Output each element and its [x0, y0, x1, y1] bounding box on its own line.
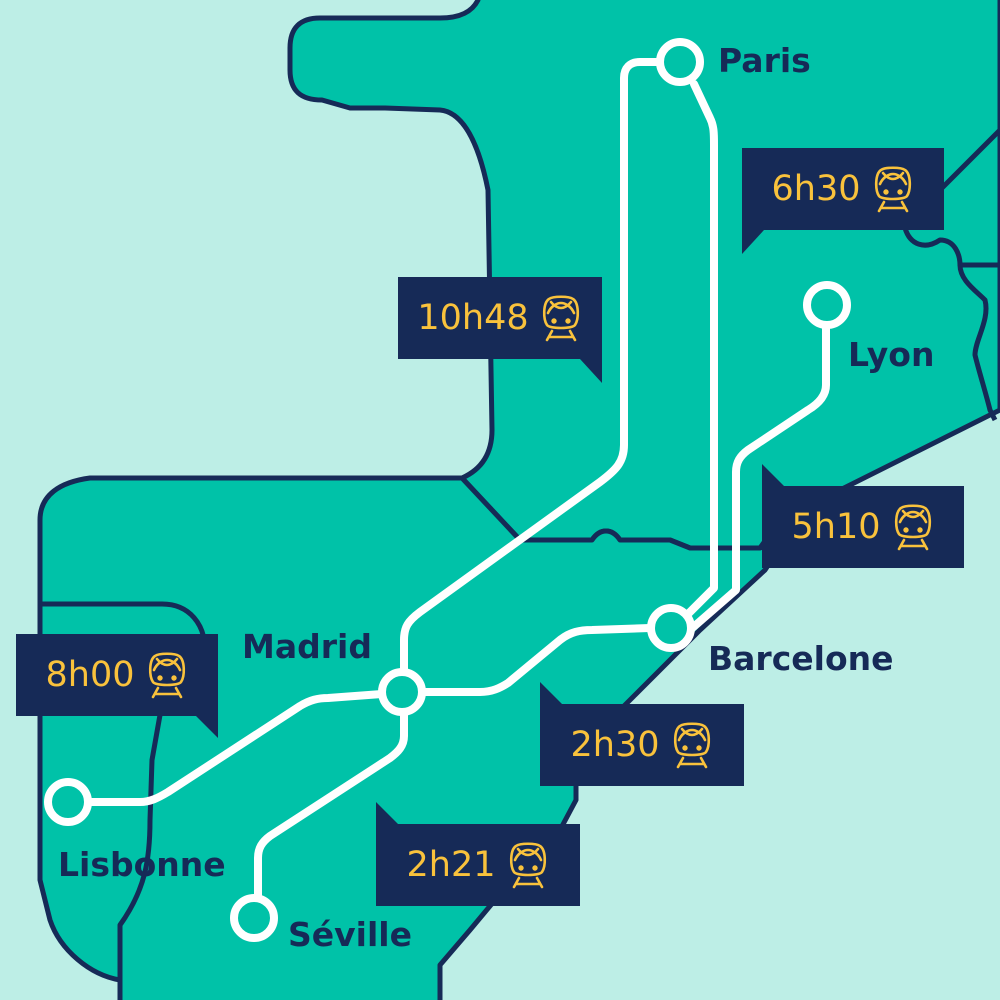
- city-label-seville: Séville: [288, 915, 412, 954]
- city-label-lisbonne: Lisbonne: [58, 845, 226, 884]
- train-icon: [542, 295, 579, 342]
- travel-time-badge-lyon-barcelone: 5h10: [762, 464, 964, 568]
- station-seville[interactable]: [230, 894, 278, 942]
- station-lyon[interactable]: [803, 281, 851, 329]
- alps-border: [957, 264, 998, 422]
- city-label-barcelone: Barcelone: [708, 639, 894, 678]
- city-label-lyon: Lyon: [848, 335, 935, 374]
- routes: [84, 58, 830, 902]
- route-madrid-seville: [254, 710, 408, 902]
- train-icon: [509, 842, 546, 889]
- iberia-landmass: [37, 475, 788, 1000]
- route-lyon-barcelone: [686, 321, 830, 634]
- travel-time-badge-madrid-barcelone: 2h30: [540, 682, 744, 786]
- stations: [44, 38, 851, 942]
- travel-time-madrid-barcelone: 2h30: [570, 724, 660, 765]
- train-icon: [874, 166, 911, 213]
- travel-time-badge-paris-barcelone: 6h30: [742, 148, 944, 254]
- travel-time-badge-paris-madrid: 10h48: [398, 277, 602, 383]
- travel-time-lisbonne-madrid: 8h00: [45, 654, 135, 695]
- travel-time-badge-madrid-seville: 2h21: [376, 802, 580, 906]
- city-label-paris: Paris: [718, 41, 811, 80]
- train-icon: [148, 652, 185, 699]
- train-icon: [673, 722, 710, 769]
- city-label-madrid: Madrid: [242, 627, 372, 666]
- station-madrid[interactable]: [378, 668, 426, 716]
- travel-time-badge-lisbonne-madrid: 8h00: [16, 634, 218, 738]
- station-paris[interactable]: [656, 38, 704, 86]
- travel-time-paris-madrid: 10h48: [417, 297, 529, 338]
- train-icon: [894, 504, 931, 551]
- route-paris-madrid: [400, 58, 664, 674]
- station-barcelone[interactable]: [647, 604, 695, 652]
- eastern-border: [902, 128, 1000, 268]
- travel-time-madrid-seville: 2h21: [406, 844, 496, 885]
- route-madrid-barcelone: [416, 624, 654, 696]
- route-paris-barcelone: [670, 80, 718, 632]
- route-lisbonne-madrid: [84, 690, 386, 806]
- travel-time-paris-barcelone: 6h30: [771, 168, 861, 209]
- travel-time-lyon-barcelone: 5h10: [791, 506, 881, 547]
- station-lisbonne[interactable]: [44, 778, 92, 826]
